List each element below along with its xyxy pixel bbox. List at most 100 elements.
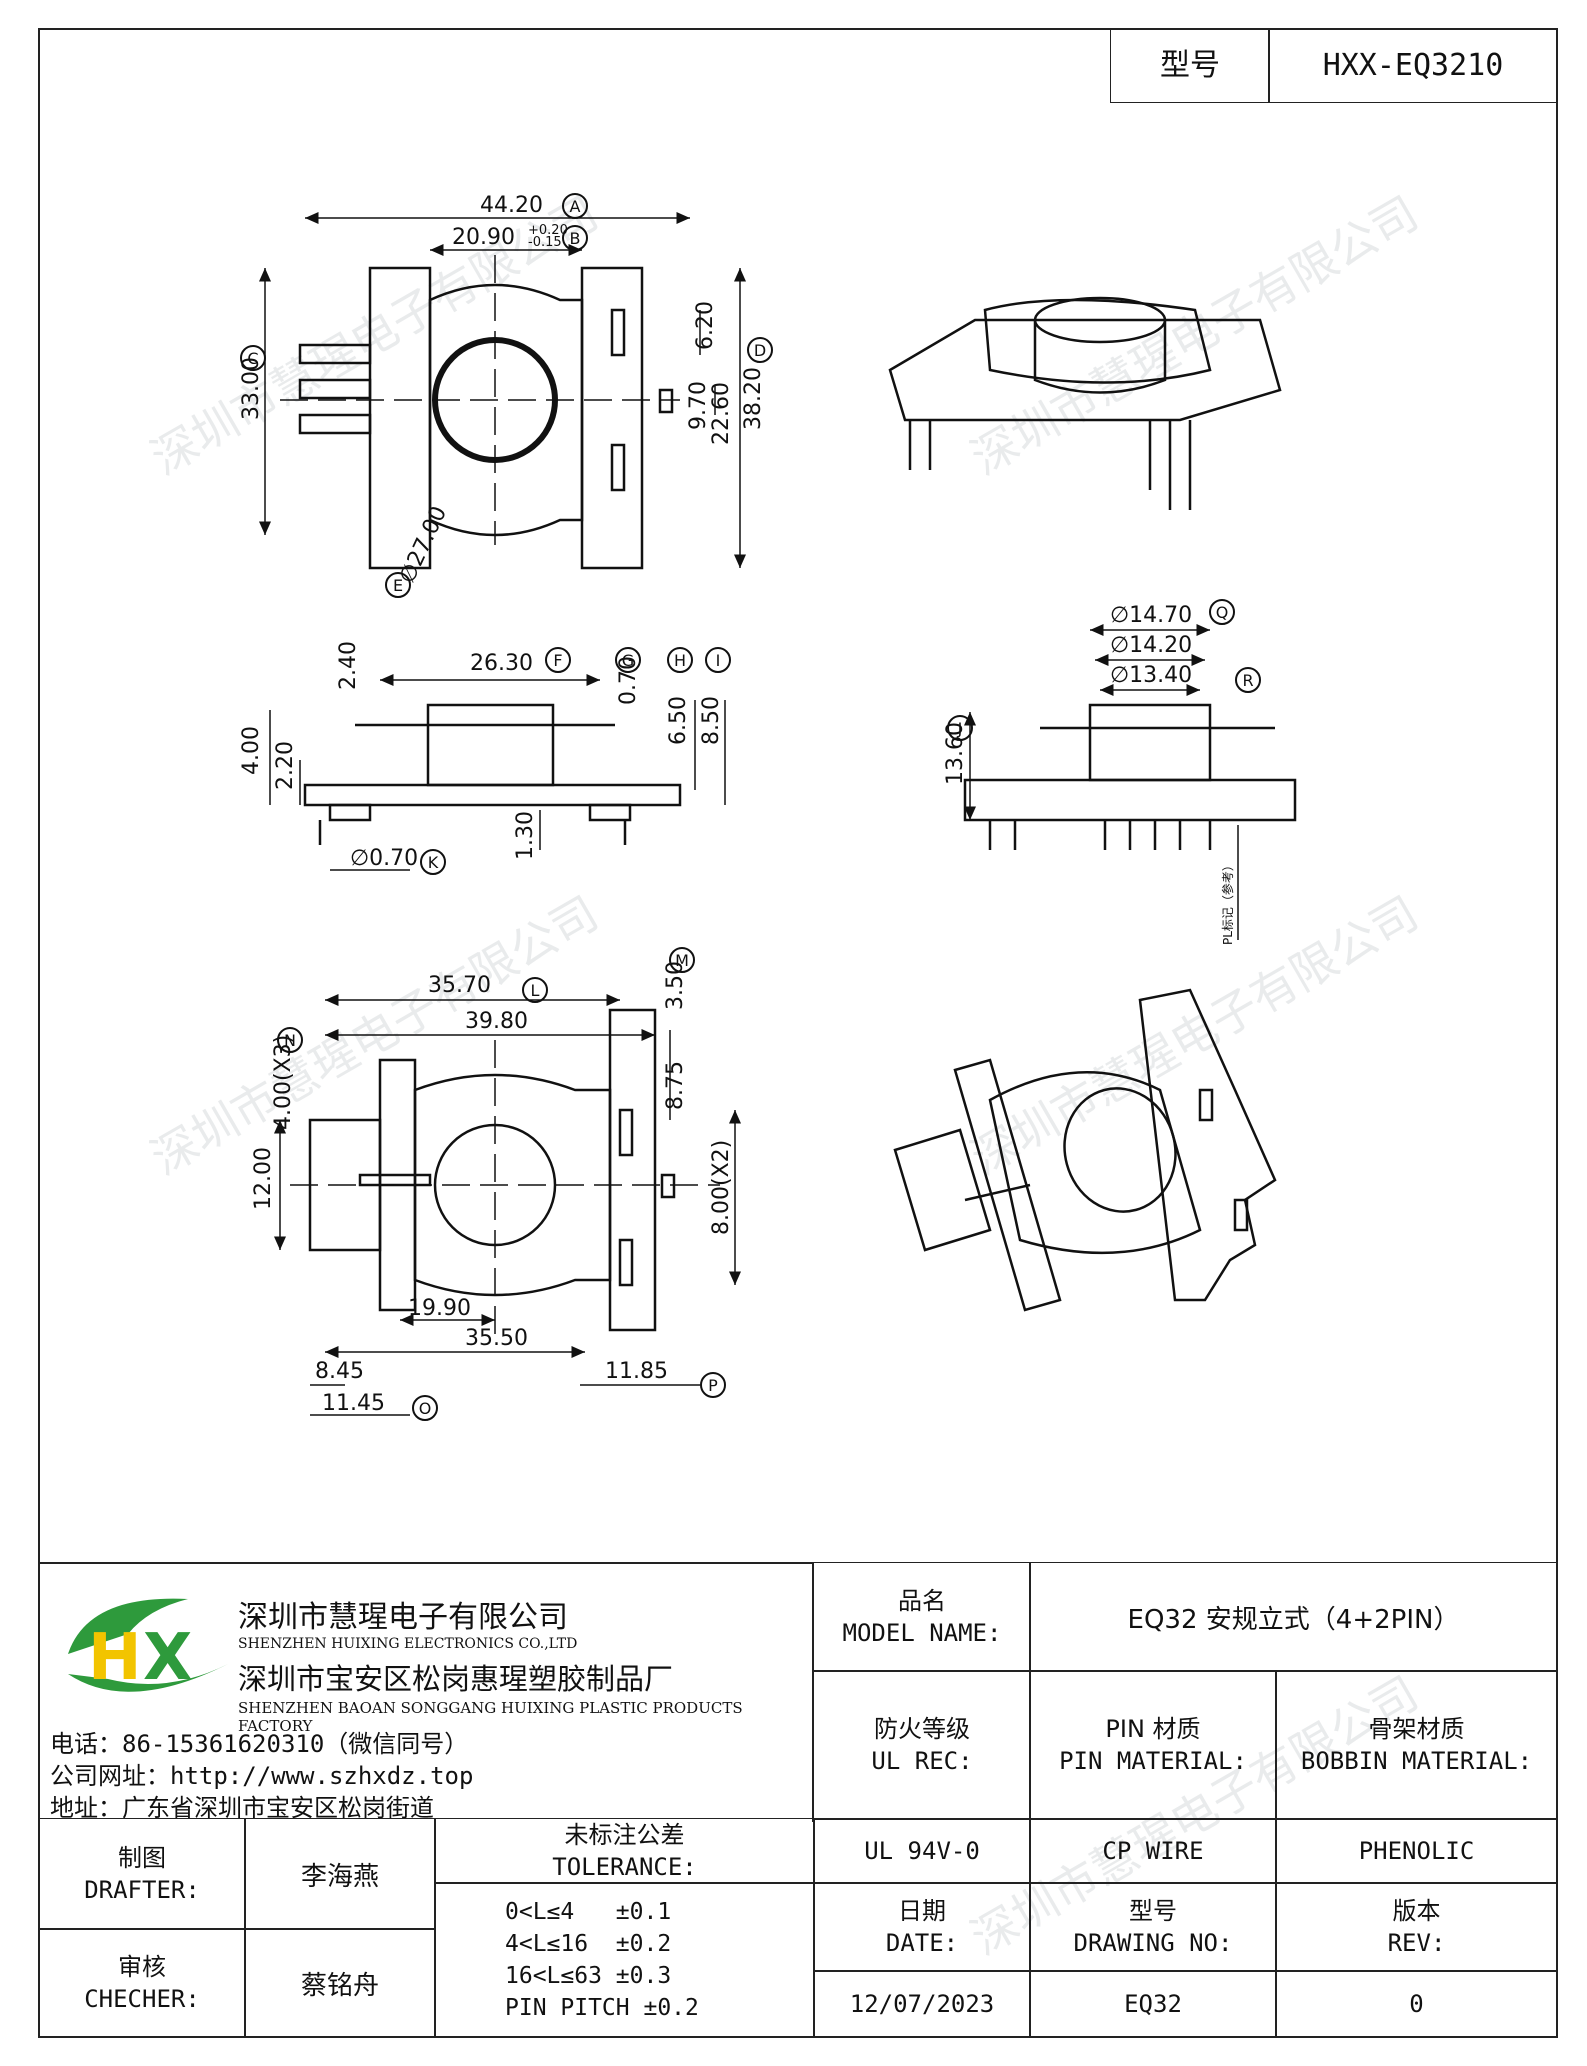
dim-38-20: 38.20 [741,367,766,430]
marker-letter: R [1242,671,1253,690]
date-label-en: DATE: [885,1929,959,1957]
fire-rating-label: 防火等级 UL REC: [813,1670,1031,1820]
marker-letter: N [284,1031,296,1050]
dim-tol-plus: +0.20 [528,223,568,238]
drafter-label-cn: 制图 [118,1844,166,1872]
model-name-label-cn: 品名 [898,1587,946,1615]
side-view [963,624,1297,940]
dim-0-70: 0.70 [616,656,641,705]
date-label-cn: 日期 [898,1897,946,1925]
pin-material-value: CP WIRE [1029,1818,1277,1884]
logo-letter-x: X [143,1621,192,1695]
date-value: 12/07/2023 [813,1970,1031,2038]
tolerance-item: 4<L≤16 ±0.2 [505,1931,672,1957]
marker-circle [669,947,695,973]
dim-4-00: 4.00 [239,726,264,775]
company-name-cn: 深圳市慧瑆电子有限公司 [238,1600,568,1635]
dim-20-90: 20.90 [452,225,515,250]
dim-1-30: 1.30 [513,811,538,860]
dim-22-60: 22.60 [709,382,734,445]
bobbin-material-value: PHENOLIC [1275,1818,1558,1884]
tolerance-item: 16<L≤63 ±0.3 [505,1963,672,1989]
marker-circle [385,572,411,598]
tolerance-item: PIN PITCH ±0.2 [505,1995,699,2021]
drawing-no-label-en: DRAWING NO: [1073,1929,1233,1957]
marker-letter: H [674,651,686,670]
dim-35-50: 35.50 [465,1326,528,1351]
marker-letter: M [675,951,689,970]
drafter-value: 李海燕 [244,1818,436,1930]
checker-label: 审核 CHECHER: [38,1928,246,2038]
checker-label-en: CHECHER: [84,1985,200,2013]
dim-dia-14-20: ∅14.20 [1110,633,1192,658]
dim-8-00-x2: 8.00(X2) [709,1140,734,1235]
dim-9-70: 9.70 [686,381,711,430]
marker-letter: E [393,576,403,595]
marker-letter: I [716,651,721,670]
dim-44-20: 44.20 [480,193,543,218]
drafter-label-en: DRAFTER: [84,1876,200,1904]
company-logo: H X [68,1598,228,1695]
checker-label-cn: 审核 [118,1953,166,1981]
marker-circle [420,849,446,875]
marker-circle [747,337,773,363]
drawing-no-value: EQ32 [1029,1970,1277,2038]
pin-material-label: PIN 材质 PIN MATERIAL: [1029,1670,1277,1820]
marker-letter: C [247,349,258,368]
dim-35-70: 35.70 [428,973,491,998]
marker-circle [240,345,266,371]
marker-letter: L [531,981,540,1000]
dim-8-45: 8.45 [315,1359,364,1384]
dim-19-90: 19.90 [408,1296,471,1321]
dim-13-60: 13.60 [943,722,968,785]
marker-circle [562,225,588,251]
marker-circle [615,647,641,673]
tolerance-label-cn: 未标注公差 [564,1821,685,1849]
model-name-label-en: MODEL NAME: [842,1619,1002,1647]
tolerance-label-en: TOLERANCE: [552,1853,697,1881]
model-label: 型号 [1110,28,1270,103]
marker-circle [412,1395,438,1421]
dim-2-20: 2.20 [273,741,298,790]
marker-circle [522,977,548,1003]
marker-circle [705,647,731,673]
rev-value: 0 [1275,1970,1558,2038]
marker-circle [947,715,973,741]
marker-letter: B [570,229,581,248]
marker-letter: O [419,1399,432,1418]
marker-circle [1235,667,1261,693]
marker-circle [545,647,571,673]
company-block: H X 深圳市慧瑆电子有限公司 SHENZHEN HUIXING ELECTRO… [38,1562,813,1822]
rev-label-cn: 版本 [1392,1897,1441,1925]
marker-circle [667,647,693,673]
rev-label-en: REV: [1387,1929,1446,1957]
marker-letter: J [957,719,963,738]
marker-letter: Q [1216,603,1229,622]
bobbin-mat-label-cn: 骨架材质 [1368,1715,1465,1743]
marker-circle [562,193,588,219]
marker-circle [700,1372,726,1398]
dim-12-00: 12.00 [251,1147,276,1210]
factory-name-cn: 深圳市宝安区松岗惠瑆塑胶制品厂 [238,1662,674,1696]
pin-mat-label-en: PIN MATERIAL: [1059,1747,1247,1775]
logo-letter-h: H [88,1621,142,1695]
tolerance-label: 未标注公差 TOLERANCE: [434,1818,815,1884]
company-phone: 电话：86-15361620310（微信同号） [50,1730,469,1758]
bobbin-material-label: 骨架材质 BOBBIN MATERIAL: [1275,1670,1558,1820]
dim-11-85: 11.85 [605,1359,668,1384]
model-name-label: 品名 MODEL NAME: [813,1562,1031,1672]
fire-label-en: UL REC: [871,1747,973,1775]
company-website: 公司网址：http://www.szhxdz.top [50,1762,474,1790]
marker-letter: F [553,651,562,670]
marker-letter: G [622,651,634,670]
drawing-no-label: 型号 DRAWING NO: [1029,1882,1277,1972]
model-name-value: EQ32 安规立式（4+2PIN） [1029,1562,1558,1672]
dim-6-20: 6.20 [693,301,718,350]
marker-letter: D [754,341,766,360]
bottom-view [274,994,741,1416]
iso-view-top [888,296,1282,510]
factory-name-en: SHENZHEN BAOAN SONGGANG HUIXING PLASTIC … [238,1699,743,1735]
tolerance-item: 0<L≤4 ±0.1 [505,1899,672,1925]
tolerance-list: 0<L≤4 ±0.1 4<L≤16 ±0.2 16<L≤63 ±0.3 PIN … [434,1882,815,2038]
